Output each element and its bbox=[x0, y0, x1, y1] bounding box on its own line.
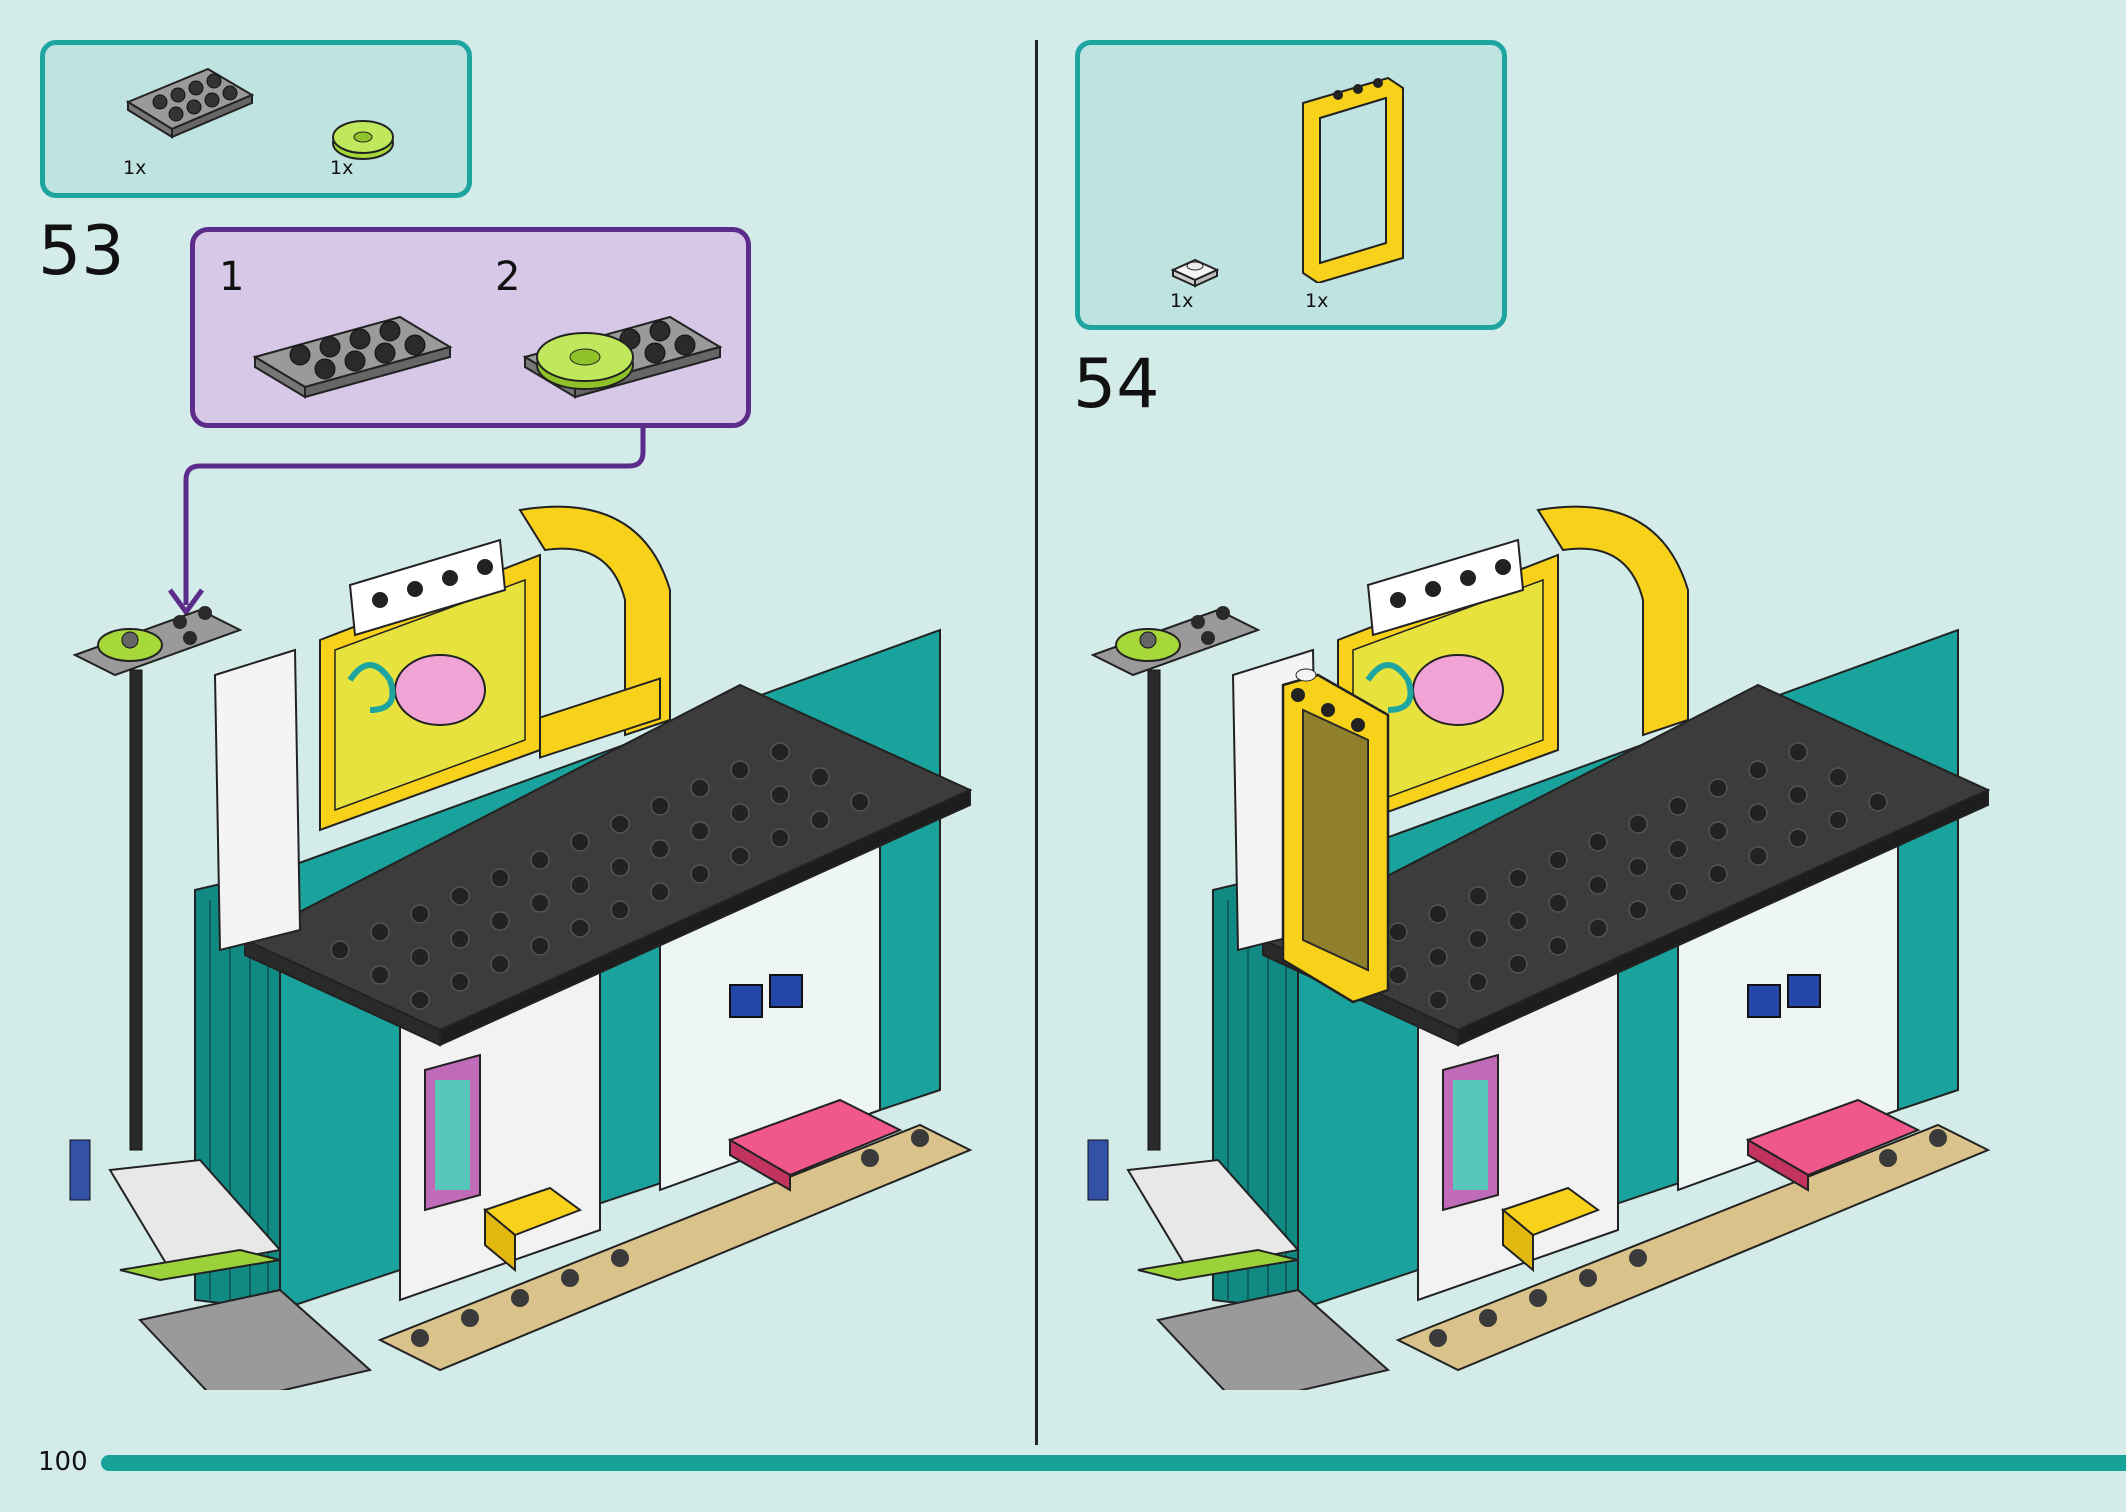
part-qty: 1x bbox=[330, 157, 354, 179]
grey-plate-icon bbox=[125, 67, 255, 139]
skate-shop-model-step-54 bbox=[1087, 505, 1991, 1390]
sub-step-callout: 1 2 bbox=[190, 227, 751, 428]
grey-plate-illustration bbox=[252, 315, 453, 399]
part-qty: 1x bbox=[1305, 290, 1329, 312]
sub-step-label: 1 bbox=[219, 254, 245, 300]
yellow-door-frame-icon bbox=[1302, 76, 1404, 283]
parts-callout-53: 1x 1x bbox=[40, 40, 472, 198]
part-qty: 1x bbox=[1170, 290, 1194, 312]
page-divider bbox=[1035, 40, 1038, 1445]
step-number: 54 bbox=[1073, 345, 1160, 424]
lime-round-tile-icon bbox=[332, 120, 394, 160]
parts-callout-54: 1x 1x bbox=[1075, 40, 1507, 330]
part-qty: 1x bbox=[123, 157, 147, 179]
skate-shop-model-step-53 bbox=[69, 505, 973, 1390]
plate-with-tile-illustration bbox=[522, 315, 723, 399]
progress-bar bbox=[101, 1455, 2126, 1471]
page-number: 100 bbox=[38, 1447, 88, 1477]
sub-step-label: 2 bbox=[495, 254, 521, 300]
white-plate-1x1-icon bbox=[1170, 258, 1220, 288]
step-number: 53 bbox=[38, 212, 125, 291]
